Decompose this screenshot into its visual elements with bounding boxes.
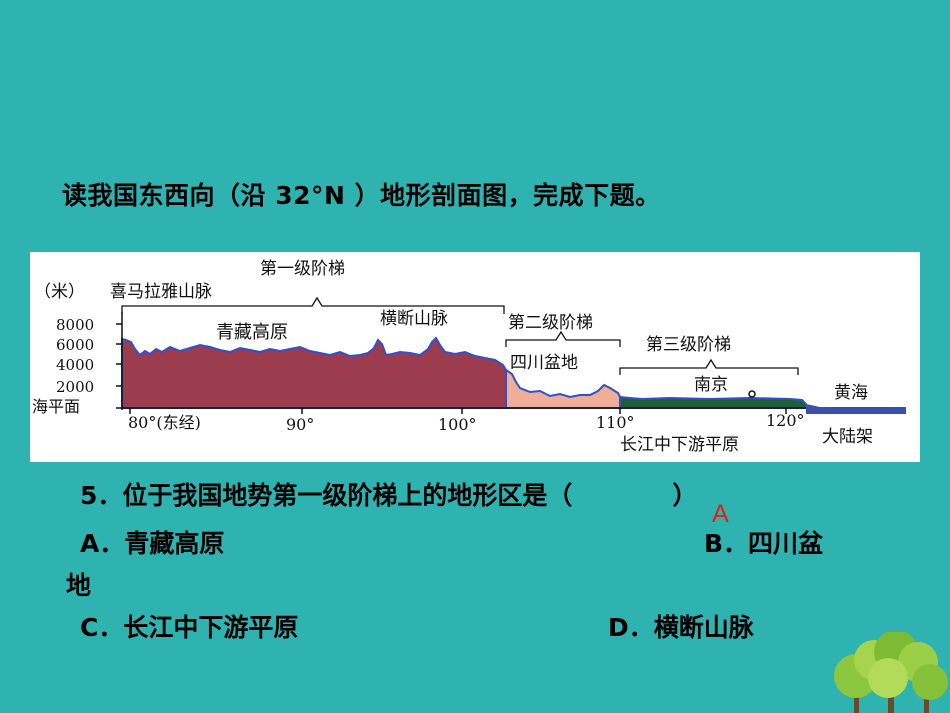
x-tick-110: 110° bbox=[596, 413, 635, 432]
instruction-text: 读我国东西向（沿 32°N ）地形剖面图，完成下题。 bbox=[62, 181, 661, 210]
y-tick-8000: 8000 bbox=[56, 316, 94, 334]
step1-terrain bbox=[121, 336, 507, 409]
nanjing-marker bbox=[748, 390, 756, 398]
step3-terrain bbox=[619, 395, 807, 409]
step1-label: 第一级阶梯 bbox=[260, 259, 345, 279]
terrain-profile-figure: （米） 喜马拉雅山脉 8000 6000 4000 2000 海平面 80°(东… bbox=[30, 252, 920, 462]
x-tick-90: 90° bbox=[286, 415, 314, 434]
himalaya-label: 喜马拉雅山脉 bbox=[110, 282, 212, 302]
y-tick-4000: 4000 bbox=[56, 356, 94, 374]
step2-brace bbox=[505, 330, 621, 347]
step1-brace bbox=[121, 296, 505, 314]
option-c: C．长江中下游平原 bbox=[80, 613, 299, 642]
sichuan-label: 四川盆地 bbox=[510, 353, 578, 373]
answer-mark: A bbox=[712, 500, 729, 528]
yellow-sea-label: 黄海 bbox=[834, 383, 868, 403]
step3-label: 第三级阶梯 bbox=[646, 335, 731, 355]
unit-label: （米） bbox=[34, 282, 85, 302]
shelf-label: 大陆架 bbox=[822, 427, 873, 447]
tree-decoration bbox=[834, 632, 948, 713]
qingzang-label: 青藏高原 bbox=[216, 322, 288, 343]
hengduan-label: 横断山脉 bbox=[380, 309, 448, 329]
y-tick-2000: 2000 bbox=[56, 378, 94, 396]
step2-label: 第二级阶梯 bbox=[508, 313, 593, 333]
question-stem: 5．位于我国地势第一级阶梯上的地形区是（ ） bbox=[80, 481, 698, 510]
y-tick-6000: 6000 bbox=[56, 336, 94, 354]
x-tick-100: 100° bbox=[438, 415, 477, 434]
x-tick-120: 120° bbox=[766, 411, 805, 430]
option-b-continuation: 地 bbox=[66, 571, 92, 600]
option-b: B．四川盆 bbox=[704, 529, 824, 558]
nanjing-label: 南京 bbox=[694, 375, 728, 395]
option-d: D．横断山脉 bbox=[608, 613, 754, 642]
y-tick-sea-level: 海平面 bbox=[32, 397, 80, 416]
option-a: A．青藏高原 bbox=[80, 529, 225, 558]
step3-brace bbox=[619, 358, 799, 375]
x-tick-80: 80°(东经) bbox=[128, 413, 201, 432]
sea-shelf bbox=[806, 404, 906, 414]
changjiang-label: 长江中下游平原 bbox=[620, 435, 739, 455]
